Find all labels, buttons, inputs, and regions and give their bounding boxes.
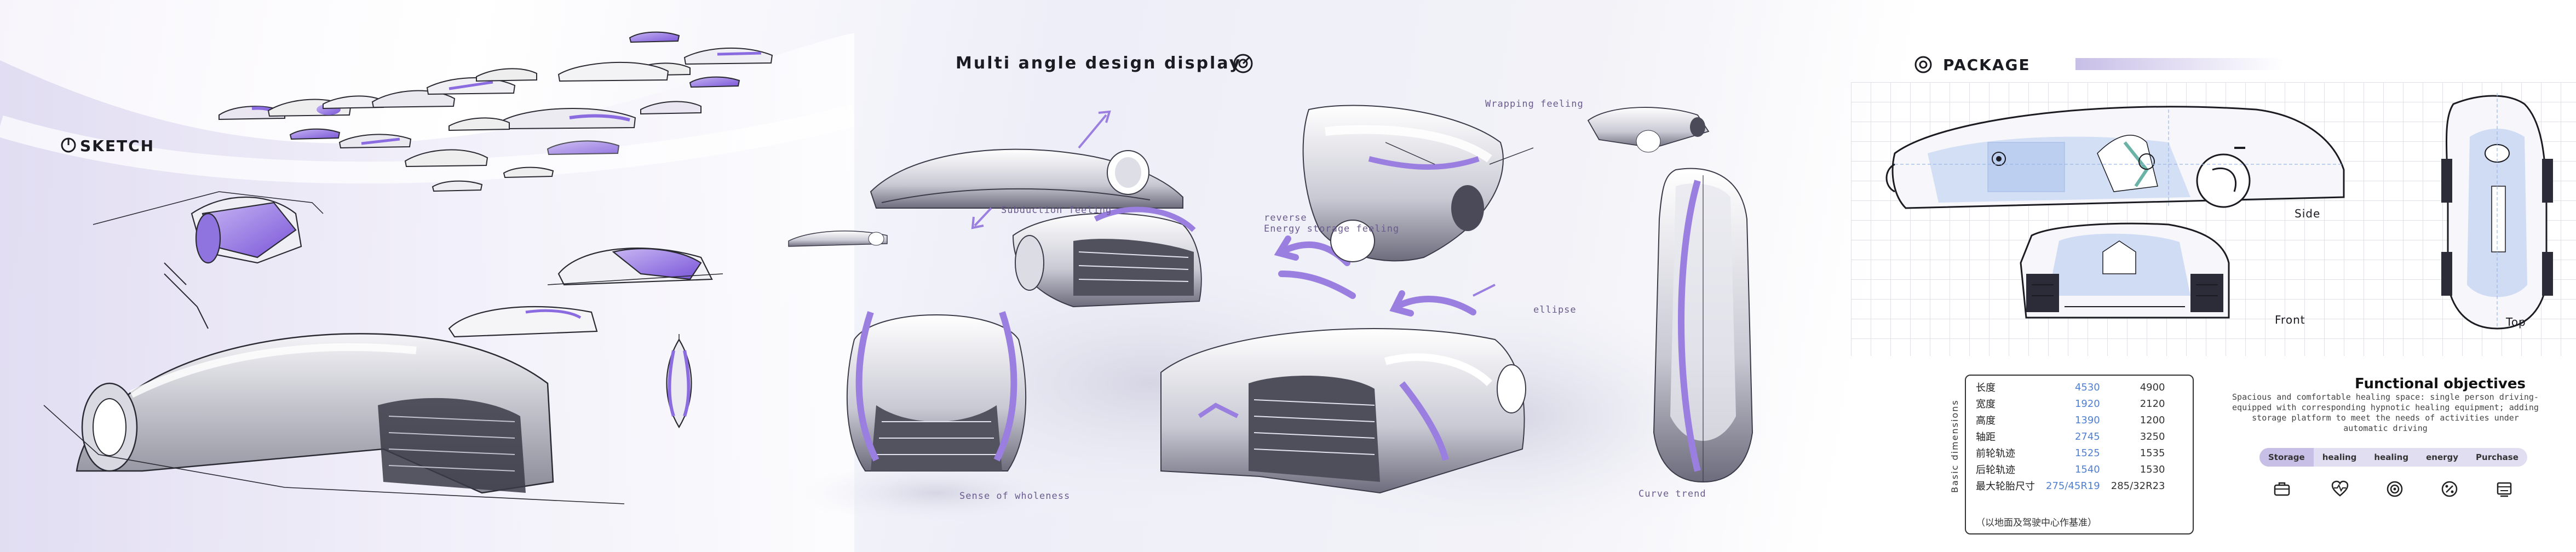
design-view-small bbox=[788, 231, 888, 247]
dimension-value-concept: 1920 bbox=[2074, 398, 2100, 410]
dimension-value-concept: 275/45R19 bbox=[2046, 480, 2100, 492]
sketch-title: SKETCH bbox=[80, 137, 155, 155]
label-curve: Curve trend bbox=[1638, 488, 1706, 499]
design-view-top bbox=[1653, 168, 1753, 483]
package-title-bar bbox=[2075, 58, 2284, 70]
dimension-row: 前轮轨迹 1525 1535 bbox=[1970, 445, 2171, 461]
dimension-value-concept: 1540 bbox=[2074, 463, 2100, 475]
label-wrapping: Wrapping feeling bbox=[1485, 99, 1584, 110]
dimension-label: 轴距 bbox=[1976, 432, 1996, 443]
dimension-row: 高度 1390 1200 bbox=[1970, 412, 2171, 428]
dimensions-heading: Basic dimensions bbox=[1950, 399, 1960, 493]
tab-purchase[interactable]: Purchase bbox=[2476, 452, 2519, 462]
luggage-icon bbox=[2274, 482, 2290, 496]
dimension-row: 长度 4530 4900 bbox=[1970, 379, 2171, 395]
package-side-view bbox=[1885, 106, 2345, 209]
label-ellipse: ellipse bbox=[1533, 304, 1577, 315]
detail-sketches bbox=[93, 191, 723, 429]
dimension-label: 长度 bbox=[1976, 382, 1996, 394]
tab-storage[interactable]: Storage bbox=[2259, 448, 2314, 467]
design-view-side bbox=[870, 110, 1183, 229]
dimension-value-reference: 1535 bbox=[2140, 447, 2165, 459]
package-title: PACKAGE bbox=[1943, 56, 2031, 74]
dimension-value-concept: 1390 bbox=[2074, 414, 2100, 426]
dimension-value-concept: 4530 bbox=[2074, 381, 2100, 393]
tab-healing-2[interactable]: healing bbox=[2374, 452, 2409, 462]
dimension-value-reference: 285/32R23 bbox=[2111, 480, 2165, 492]
heartbeat-icon bbox=[2331, 480, 2349, 497]
dimension-value-reference: 2120 bbox=[2140, 398, 2165, 410]
percent-energy-icon bbox=[2441, 481, 2458, 497]
dimensions-frame bbox=[1965, 375, 2194, 534]
dimension-label: 后轮轨迹 bbox=[1976, 464, 2015, 476]
dimension-value-reference: 1200 bbox=[2140, 414, 2165, 426]
cart-icon bbox=[2497, 482, 2512, 497]
label-energy: Energy storage feeling bbox=[1264, 223, 1400, 234]
package-top-view bbox=[2441, 93, 2553, 330]
view-label-side: Side bbox=[2295, 207, 2321, 220]
tab-healing-1[interactable]: healing bbox=[2322, 452, 2357, 462]
dimension-label: 宽度 bbox=[1976, 399, 1996, 410]
dimension-label: 最大轮胎尺寸 bbox=[1976, 481, 2035, 492]
thumbnail-sketches bbox=[219, 31, 773, 192]
package-drawings bbox=[1885, 93, 2553, 330]
dimension-row: 轴距 2745 3250 bbox=[1970, 428, 2171, 445]
tab-energy[interactable]: energy bbox=[2426, 452, 2459, 462]
target-icon bbox=[1233, 54, 1253, 73]
design-view-front bbox=[800, 311, 1073, 526]
sketch-icon bbox=[61, 137, 76, 153]
label-subduction: Subduction feeling bbox=[1001, 205, 1112, 216]
dimension-value-concept: 1525 bbox=[2074, 447, 2100, 459]
package-icon bbox=[1914, 56, 1932, 73]
design-view-front-top bbox=[1302, 105, 1534, 262]
dimension-value-reference: 3250 bbox=[2140, 430, 2165, 442]
design-view-rear bbox=[1160, 284, 1526, 494]
target-icon bbox=[2387, 481, 2403, 497]
function-tabs: Storage healing healing energy Purchase bbox=[2259, 448, 2527, 467]
dimension-value-reference: 1530 bbox=[2140, 463, 2165, 475]
view-label-front: Front bbox=[2275, 313, 2305, 326]
dimensions-table: 长度 4530 4900 宽度 1920 2120 高度 1390 1200 轴距 2745 3250… bbox=[1970, 379, 2171, 494]
dimension-row: 后轮轨迹 1540 1530 bbox=[1970, 461, 2171, 478]
label-wholeness: Sense of wholeness bbox=[959, 491, 1071, 502]
dimension-label: 高度 bbox=[1976, 415, 1996, 427]
dimension-row: 宽度 1920 2120 bbox=[1970, 395, 2171, 412]
dimension-label: 前轮轨迹 bbox=[1976, 448, 2015, 459]
label-reverse: reverse bbox=[1264, 212, 1307, 223]
dimensions-note: （以地面及驾驶中心作基准） bbox=[1976, 518, 2097, 528]
dimension-value-concept: 2745 bbox=[2074, 430, 2100, 442]
design-title: Multi angle design display bbox=[956, 54, 1242, 73]
functional-title: Functional objectives bbox=[2355, 376, 2526, 392]
design-views-panel bbox=[788, 105, 1780, 548]
design-view-thumb-right bbox=[1587, 107, 1710, 153]
dimension-row: 最大轮胎尺寸 275/45R19 285/32R23 bbox=[1970, 478, 2171, 494]
dimension-value-reference: 4900 bbox=[2140, 381, 2165, 393]
view-label-top: Top bbox=[2506, 315, 2526, 329]
sketch-panel bbox=[0, 31, 854, 552]
main-sketch-car bbox=[43, 262, 625, 504]
package-front-view bbox=[2020, 222, 2230, 319]
design-view-rear-34 bbox=[1012, 206, 1202, 308]
energy-arrows bbox=[1274, 235, 1476, 317]
functional-text: Spacious and comfortable healing space: … bbox=[2232, 392, 2539, 433]
